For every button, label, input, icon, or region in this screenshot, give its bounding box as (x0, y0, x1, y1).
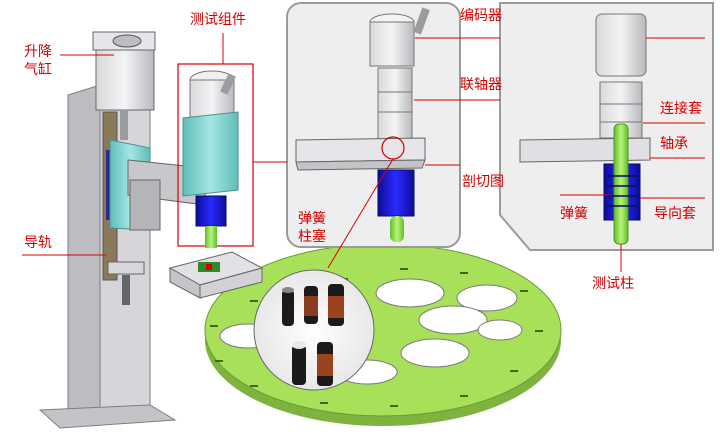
label-lift-cylinder: 升降 (24, 44, 52, 60)
label-spring: 弹簧 (560, 206, 588, 222)
test-assembly-left (177, 63, 254, 248)
spring-plunger-detail (253, 269, 375, 391)
label-section-view: 剖切图 (462, 174, 504, 190)
dut-fixture (168, 251, 264, 299)
label-test-assembly: 测试组件 (190, 12, 246, 28)
leader-lines (22, 33, 705, 272)
label-guide-sleeve: 导向套 (654, 206, 696, 222)
machine-frame (38, 84, 177, 429)
section-view-panel (499, 2, 714, 251)
label-coupling: 联轴器 (460, 77, 502, 93)
label-bearing: 轴承 (660, 136, 688, 152)
middle-panel (286, 2, 461, 248)
label-guide-rail: 导轨 (24, 235, 52, 251)
label-connector-sleeve: 连接套 (660, 101, 702, 117)
label-test-pin: 测试柱 (592, 276, 634, 292)
label-lift-cylinder-2: 气缸 (24, 62, 52, 78)
label-spring-plunger: 弹簧 (298, 211, 326, 227)
label-encoder: 编码器 (460, 8, 502, 24)
label-spring-plunger-2: 柱塞 (298, 229, 326, 245)
lift-cylinder (92, 31, 156, 140)
